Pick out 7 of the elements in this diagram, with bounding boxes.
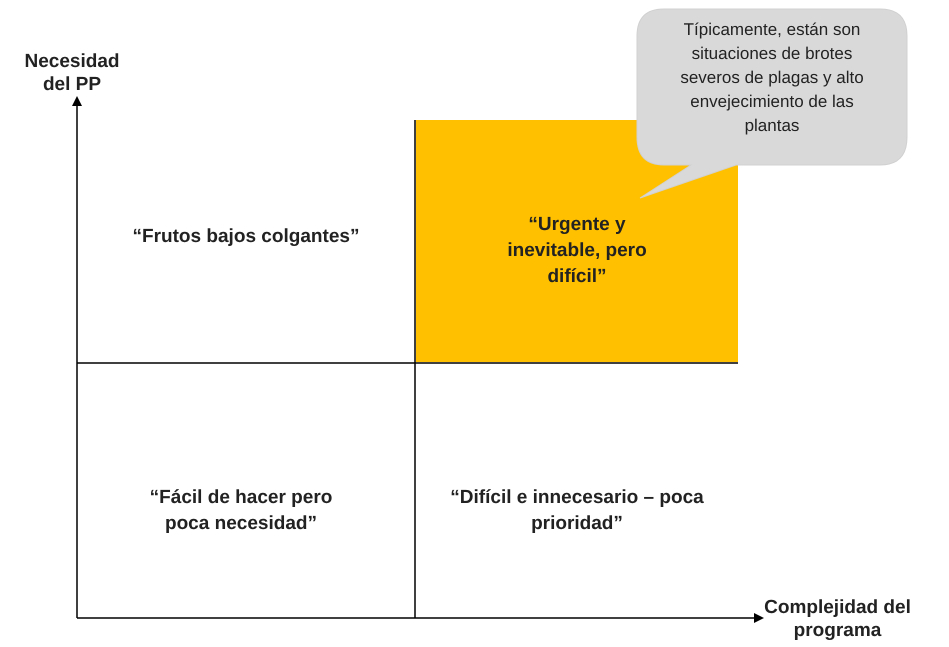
axis-title: Complejidad del programa [763, 596, 912, 642]
axis-title: Necesidad del PP [23, 50, 121, 96]
quadrant-label: “Frutos bajos colgantes” [132, 225, 360, 249]
quadrant-label: “Urgente y inevitable, pero difícil” [506, 213, 648, 289]
quadrant-label: “Difícil e innecesario – poca prioridad” [449, 486, 705, 536]
quadrant-label: “Fácil de hacer pero poca necesidad” [148, 486, 334, 536]
callout-tooltip: Típicamente, están son situaciones de brotes severos de plagas y alto envejecimiento de las plantas [636, 8, 908, 200]
